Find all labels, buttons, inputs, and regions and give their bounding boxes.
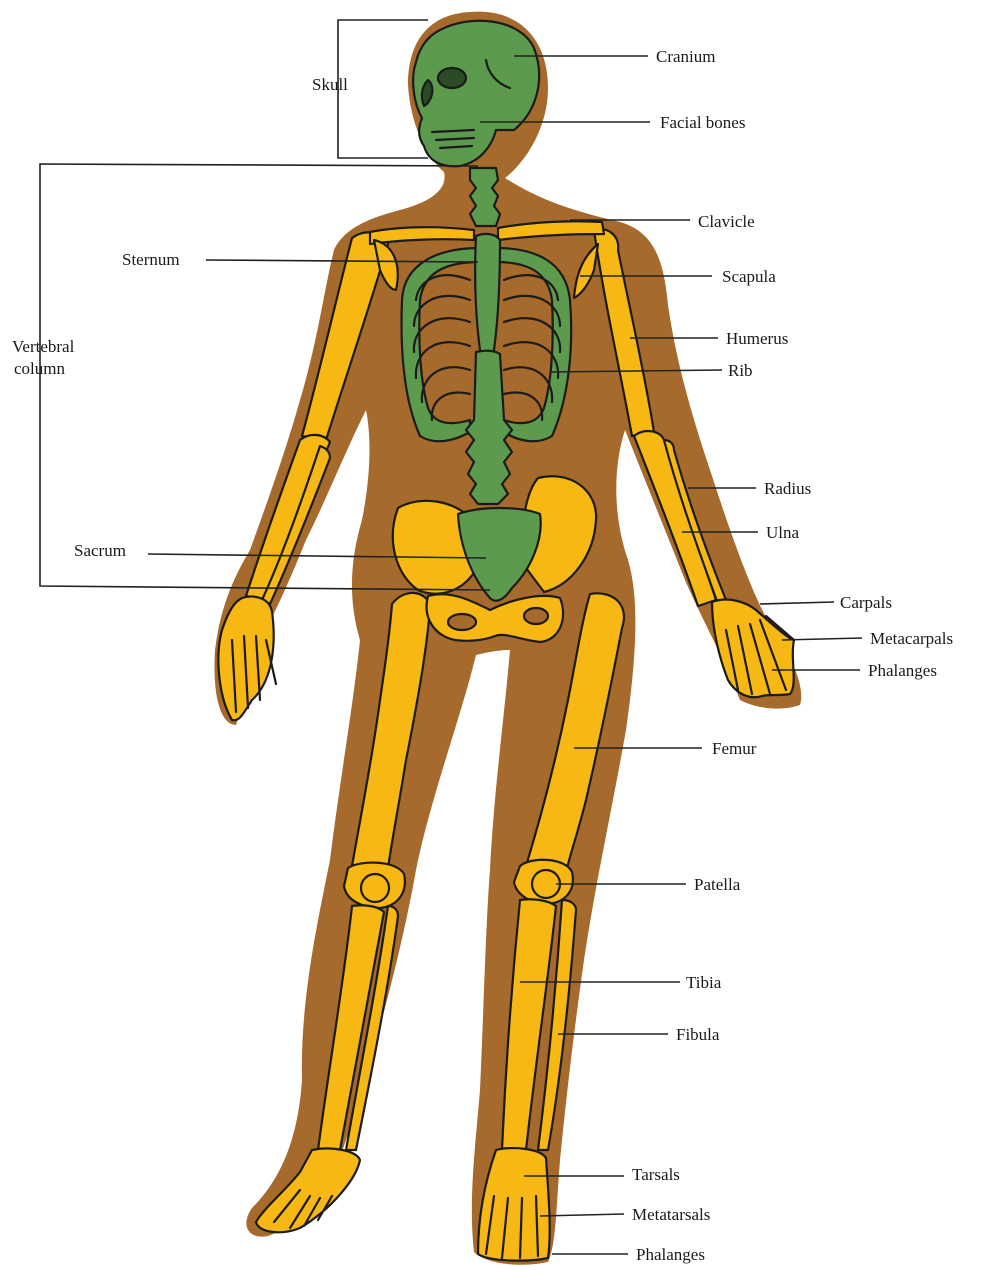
label-ulna: Ulna [766, 523, 800, 542]
label-scapula: Scapula [722, 267, 776, 286]
label-metacarpals: Metacarpals [870, 629, 953, 648]
label-femur: Femur [712, 739, 757, 758]
label-phalanges-foot: Phalanges [636, 1245, 705, 1264]
label-vertebral-line1: Vertebral [12, 337, 75, 356]
label-skull: Skull [312, 75, 348, 94]
label-clavicle: Clavicle [698, 212, 755, 231]
label-sternum: Sternum [122, 250, 180, 269]
label-phalanges-hand: Phalanges [868, 661, 937, 680]
label-carpals: Carpals [840, 593, 892, 612]
label-facial-bones: Facial bones [660, 113, 745, 132]
label-metatarsals: Metatarsals [632, 1205, 710, 1224]
label-radius: Radius [764, 479, 811, 498]
label-rib: Rib [728, 361, 753, 380]
label-fibula: Fibula [676, 1025, 720, 1044]
label-vertebral-line2: column [14, 359, 65, 378]
label-patella: Patella [694, 875, 741, 894]
label-cranium: Cranium [656, 47, 716, 66]
label-sacrum: Sacrum [74, 541, 126, 560]
label-humerus: Humerus [726, 329, 788, 348]
label-tarsals: Tarsals [632, 1165, 680, 1184]
label-tibia: Tibia [686, 973, 722, 992]
